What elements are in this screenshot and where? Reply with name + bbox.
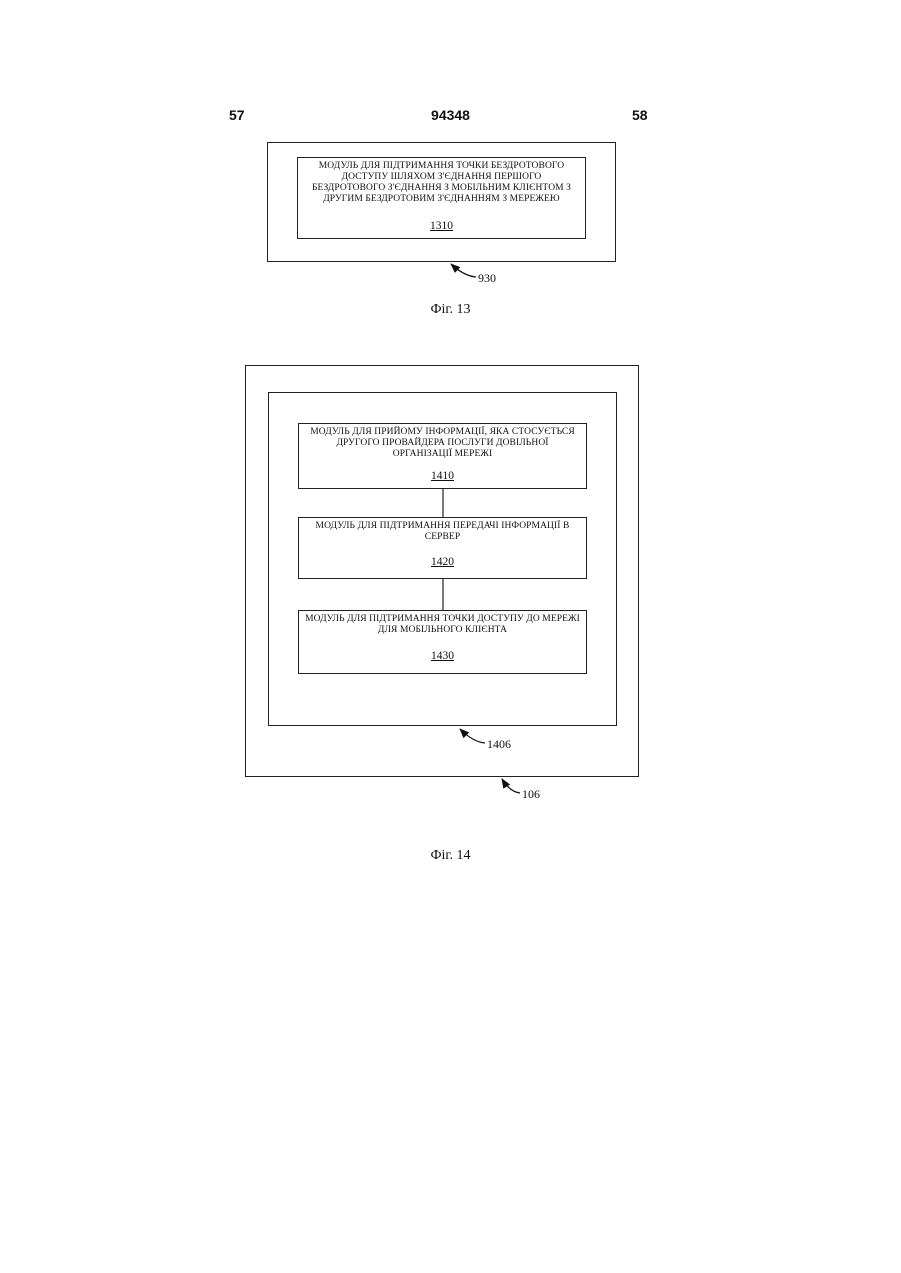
leader-arrow-106: [502, 779, 520, 793]
leader-arrow-930: [451, 264, 476, 277]
leader-arrow-1406: [460, 729, 485, 743]
